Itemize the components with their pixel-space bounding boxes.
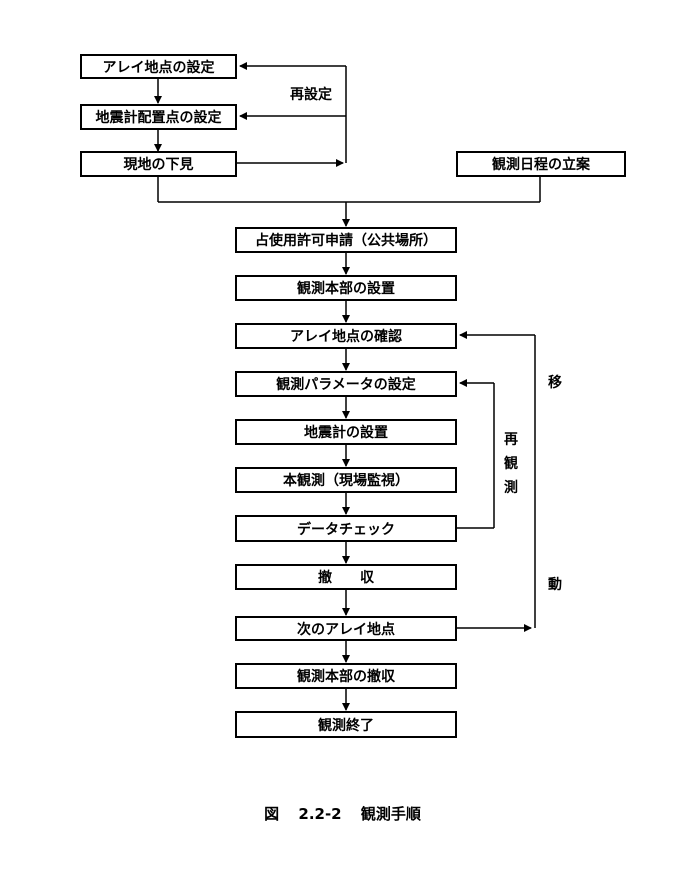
label-move-2: 動 (548, 577, 562, 593)
box-site-survey: 現地の下見 (80, 151, 237, 177)
box-array-point-setting: アレイ地点の設定 (80, 54, 237, 79)
label-reobserve-1: 再 (504, 432, 518, 448)
label-reobserve-3: 測 (504, 480, 518, 496)
box-hq-setup: 観測本部の設置 (235, 275, 457, 301)
box-permit-application: 占使用許可申請（公共場所） (235, 227, 457, 253)
box-hq-withdrawal: 観測本部の撤収 (235, 663, 457, 689)
box-observation-end: 観測終了 (235, 711, 457, 738)
box-array-point-confirm: アレイ地点の確認 (235, 323, 457, 349)
box-seismometer-setup: 地震計の設置 (235, 419, 457, 445)
box-next-array-point: 次のアレイ地点 (235, 616, 457, 641)
label-reobserve-2: 観 (504, 456, 518, 472)
figure-caption: 図 2.2-2 観測手順 (264, 805, 421, 823)
label-reset: 再設定 (290, 87, 332, 103)
box-parameter-setting: 観測パラメータの設定 (235, 371, 457, 397)
box-data-check: データチェック (235, 515, 457, 542)
box-main-observation: 本観測（現場監視） (235, 467, 457, 493)
box-withdrawal: 撤 収 (235, 564, 457, 590)
label-move-1: 移 (548, 375, 562, 391)
box-schedule-planning: 観測日程の立案 (456, 151, 626, 177)
box-seismometer-point-setting: 地震計配置点の設定 (80, 104, 237, 130)
